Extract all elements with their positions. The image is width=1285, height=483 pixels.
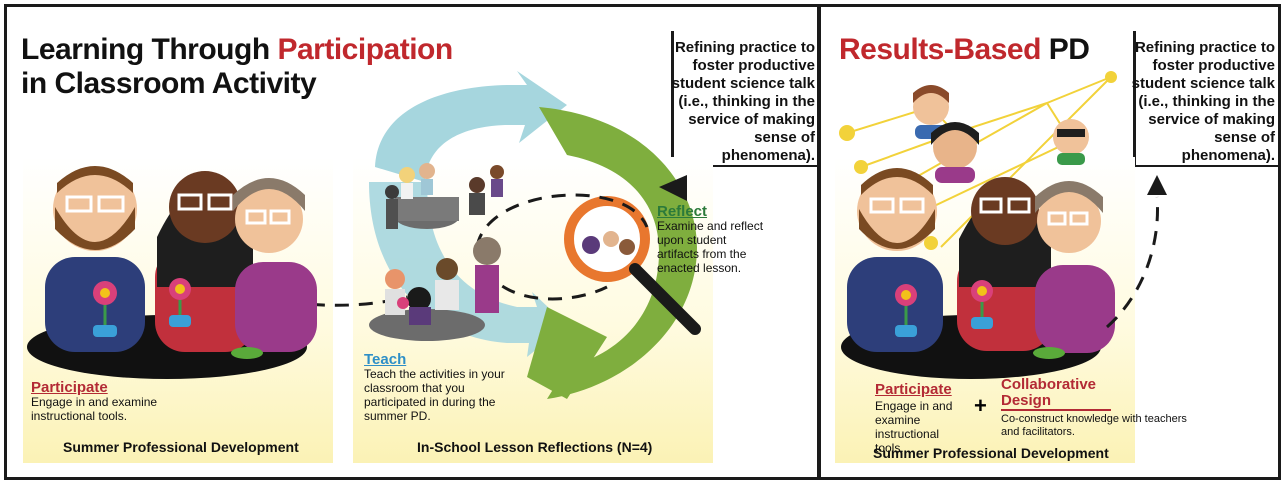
left-title-highlight: Participation <box>277 33 453 66</box>
inschool-caption: In-School Lesson Reflections (N=4) <box>417 439 653 455</box>
right-summer-caption: Summer Professional Development <box>873 445 1109 461</box>
collab-heading: Collaborative Design <box>1001 377 1111 411</box>
reflect-text: Examine and reflect upon student artifac… <box>657 219 764 275</box>
teach-heading: Teach <box>364 351 407 368</box>
reflect-heading: Reflect <box>657 203 708 220</box>
right-participate-heading: Participate <box>875 381 952 398</box>
reflection-cycle-graphic <box>286 71 701 399</box>
right-title-rest: PD <box>1040 33 1090 66</box>
collab-text: Co-construct knowledge with teachers and… <box>1001 413 1187 438</box>
left-title: Learning Through Participation in Classr… <box>21 33 453 101</box>
right-participate-text: Engage in and examine instructional tool… <box>875 399 953 455</box>
plus-sign: + <box>974 393 987 418</box>
right-callout-bottom <box>1133 165 1278 167</box>
right-title: Results-Based PD <box>839 33 1090 67</box>
collaborative-network-graphic <box>839 71 1167 379</box>
left-participate-heading: Participate <box>31 379 108 396</box>
summer-pd-teachers-graphic <box>27 166 317 379</box>
teach-text: Teach the activities in your classroom t… <box>364 367 505 423</box>
left-title-line2: in Classroom Activity <box>21 67 317 100</box>
right-callout-border <box>1133 31 1136 167</box>
left-title-prefix: Learning Through <box>21 33 278 66</box>
left-callout-border <box>671 31 674 167</box>
right-panel: Results-Based PD Refining practice to fo… <box>818 4 1281 480</box>
left-panel: Learning Through Participation in Classr… <box>4 4 820 480</box>
left-participate-text: Engage in and examine instructional tool… <box>31 395 158 423</box>
left-summer-caption: Summer Professional Development <box>63 439 299 455</box>
right-title-highlight: Results-Based <box>839 33 1041 66</box>
right-callout: Refining practice to foster productive s… <box>1131 39 1275 164</box>
left-callout-bottom <box>671 165 817 167</box>
left-callout: Refining practice to foster productive s… <box>671 39 815 164</box>
